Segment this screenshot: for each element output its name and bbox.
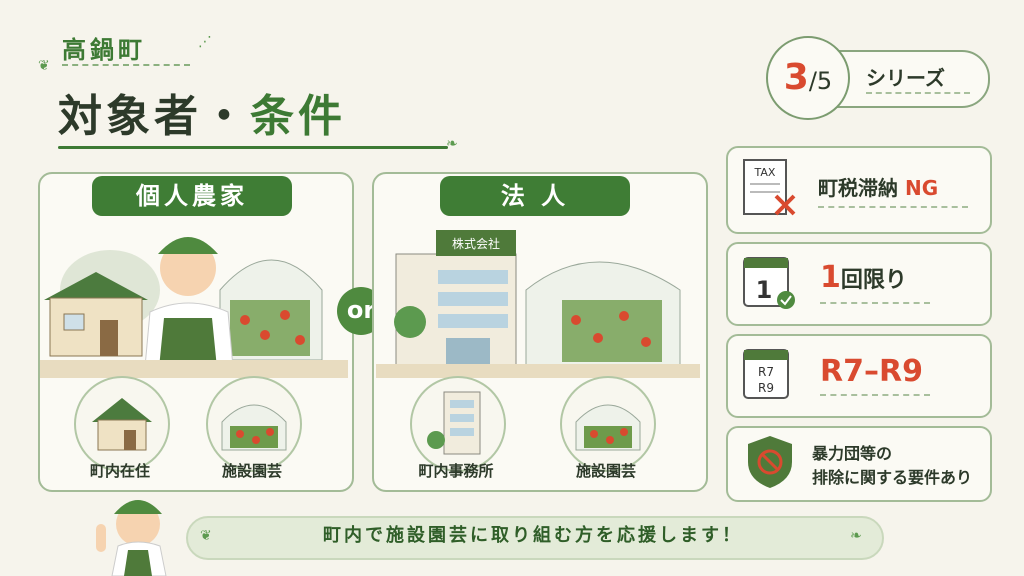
office-windows — [438, 270, 508, 328]
ground — [376, 364, 700, 378]
greenhouse-icon — [221, 404, 287, 451]
series-counter: 3/5 — [766, 36, 850, 120]
house-window — [63, 313, 85, 331]
once-condition-text: 1回限り — [820, 260, 907, 295]
once-text: 回限り — [840, 268, 907, 293]
shield-prohibit-icon — [748, 436, 792, 488]
title-part2: 条件 — [250, 91, 346, 142]
greenhouse-circle — [560, 376, 656, 472]
tax-document-icon: TAX — [743, 159, 796, 216]
office-circle — [410, 376, 506, 472]
page-title: 対象者・条件 — [58, 80, 346, 144]
calendar-r9: R9 — [758, 381, 774, 395]
greenhouse-circle — [206, 376, 302, 472]
leaf-decoration-icon: ❦ — [200, 528, 212, 544]
farmer-cap-icon — [158, 237, 218, 254]
home-circle — [74, 376, 170, 472]
tax-condition-text: 町税滞納 NG — [818, 172, 938, 201]
pointing-farmer-illustration — [96, 500, 167, 576]
leaf-decoration-icon: ❧ — [446, 136, 458, 152]
series-current: 3 — [783, 57, 809, 98]
tax-icon-text: TAX — [754, 166, 776, 179]
card-underline — [820, 394, 930, 396]
greenhouse-icon — [575, 404, 641, 451]
farmer-illustration — [40, 237, 348, 378]
individual-sub2-label: 施設園芸 — [221, 462, 282, 480]
sparkle-icon: ⋰ — [198, 34, 212, 50]
calendar-r7: R7 — [758, 365, 774, 379]
individual-sub1-label: 町内在住 — [89, 462, 150, 480]
series-underline — [866, 92, 970, 94]
message-banner — [186, 516, 884, 560]
house-roof-icon — [44, 272, 148, 300]
tree-icon — [394, 306, 426, 338]
office-building-icon — [427, 391, 481, 455]
card-underline — [820, 302, 930, 304]
town-underline — [62, 64, 190, 66]
corporation-sub2-label: 施設園芸 — [575, 462, 636, 480]
title-underline — [58, 146, 448, 149]
calendar-number: 1 — [756, 276, 773, 304]
corporation-sub1-label: 町内事務所 — [418, 462, 494, 480]
corporation-heading: 法 人 — [440, 176, 630, 216]
tomato-plants — [562, 300, 662, 362]
once-number: 1 — [820, 260, 841, 295]
antigang-line2: 排除に関する要件あり — [812, 468, 973, 487]
card-underline — [818, 206, 968, 208]
company-sign — [436, 230, 516, 256]
individual-heading: 個人農家 — [92, 176, 292, 216]
series-label: シリーズ — [866, 66, 945, 90]
office-illustration: 株式会社 — [376, 230, 700, 378]
house-icon — [92, 398, 152, 451]
banner-text: 町内で施設園芸に取り組む方を応援します！ — [323, 525, 743, 546]
office-entrance — [446, 338, 490, 366]
antigang-line1: 暴力団等の — [812, 444, 893, 463]
leaf-decoration-icon: ❧ — [850, 528, 862, 544]
company-sign-text: 株式会社 — [452, 236, 500, 251]
tax-text: 町税滞納 — [818, 176, 905, 200]
tomato-plants — [230, 300, 310, 356]
tax-ng-badge: NG — [904, 176, 939, 200]
period-text: R7–R9 — [820, 354, 923, 389]
ground — [40, 360, 348, 378]
calendar-period-icon: R7 R9 — [743, 349, 789, 399]
town-name: 高鍋町 — [62, 36, 146, 64]
house-door — [100, 320, 118, 356]
title-part1: 対象者・ — [58, 91, 250, 142]
series-total: /5 — [808, 67, 833, 95]
calendar-check-icon: 1 — [743, 257, 795, 309]
leaf-decoration-icon: ❦ — [38, 58, 50, 74]
